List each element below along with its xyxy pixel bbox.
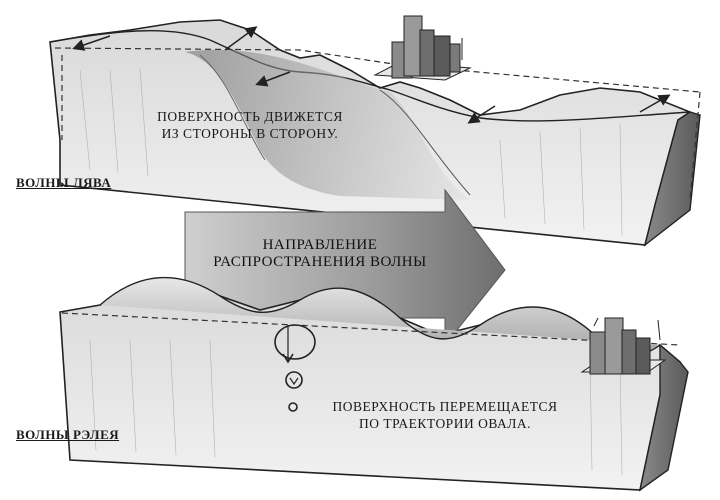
love-caption: ПОВЕРХНОСТЬ ДВИЖЕТСЯ ИЗ СТОРОНЫ В СТОРОН… (130, 108, 370, 142)
direction-line2: РАСПРОСТРАНЕНИЯ ВОЛНЫ (213, 254, 427, 270)
love-buildings (373, 15, 472, 81)
rayleigh-wave-block (59, 276, 689, 492)
rayleigh-caption-line2: ПО ТРАЕКТОРИИ ОВАЛА. (358, 416, 532, 431)
orbit-indicators (274, 324, 316, 412)
love-caption-line1: ПОВЕРХНОСТЬ ДВИЖЕТСЯ (157, 109, 343, 124)
love-waves-label: ВОЛНЫ ЛЯВА (16, 175, 112, 190)
rayleigh-buildings (580, 317, 667, 375)
love-wave-block (49, 15, 701, 247)
direction-label: НАПРАВЛЕНИЕ РАСПРОСТРАНЕНИЯ ВОЛНЫ (200, 237, 440, 271)
rayleigh-waves-label: ВОЛНЫ РЭЛЕЯ (16, 427, 120, 442)
rayleigh-caption-line1: ПОВЕРХНОСТЬ ПЕРЕМЕЩАЕТСЯ (332, 399, 558, 414)
direction-line1: НАПРАВЛЕНИЕ (262, 237, 378, 253)
rayleigh-caption: ПОВЕРХНОСТЬ ПЕРЕМЕЩАЕТСЯ ПО ТРАЕКТОРИИ О… (300, 398, 590, 432)
love-caption-line2: ИЗ СТОРОНЫ В СТОРОНУ. (161, 126, 339, 141)
